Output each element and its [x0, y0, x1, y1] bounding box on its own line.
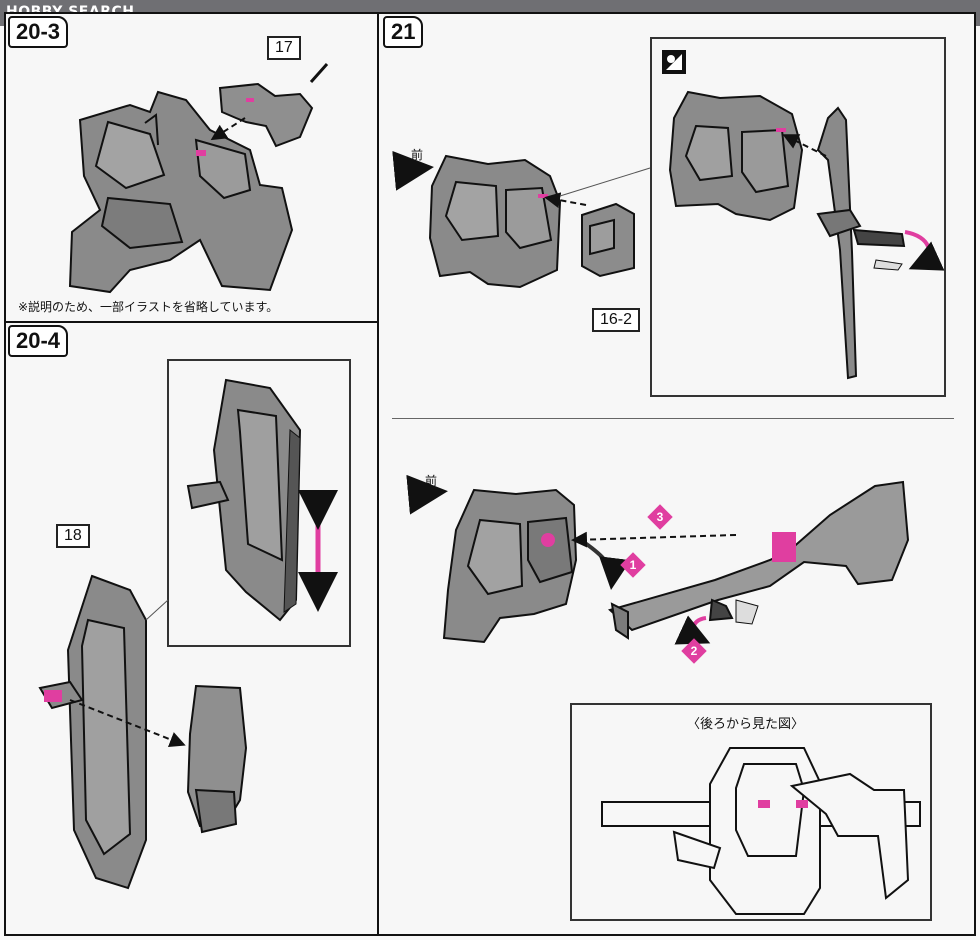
divider-vertical [377, 12, 379, 936]
step-20-4-main-shield [38, 574, 186, 890]
part-number-18: 18 [56, 524, 90, 548]
step-20-3-robot-figure [68, 90, 294, 294]
step-badge-2: 2 [681, 638, 707, 664]
part-16-2-block [581, 202, 635, 278]
step-20-4-label: 20-4 [8, 325, 69, 357]
part-number-16-2: 16-2 [592, 308, 641, 332]
divider-right [392, 418, 954, 419]
omitted-illustration-note: ※説明のため、一部イラストを省略しています。 [18, 300, 279, 314]
step-badge-3: 3 [647, 504, 673, 530]
step-21-label: 21 [383, 16, 424, 48]
step-21-waist-main [392, 150, 587, 289]
step-20-4-shield-inset [186, 378, 338, 622]
rear-view-illustration [601, 747, 921, 915]
step-20-4-arm-part [186, 684, 248, 834]
step-20-3-label: 20-3 [8, 16, 69, 48]
step-21-inset-parts [559, 50, 945, 380]
step-badge-1: 1 [620, 552, 646, 578]
part-number-17: 17 [267, 36, 301, 60]
part-17-antenna [210, 63, 329, 148]
rear-view-caption: 〈後ろから見た図〉 [687, 717, 805, 732]
divider-left [4, 321, 378, 323]
step-21-lower-waist-and-rifle [406, 474, 910, 645]
